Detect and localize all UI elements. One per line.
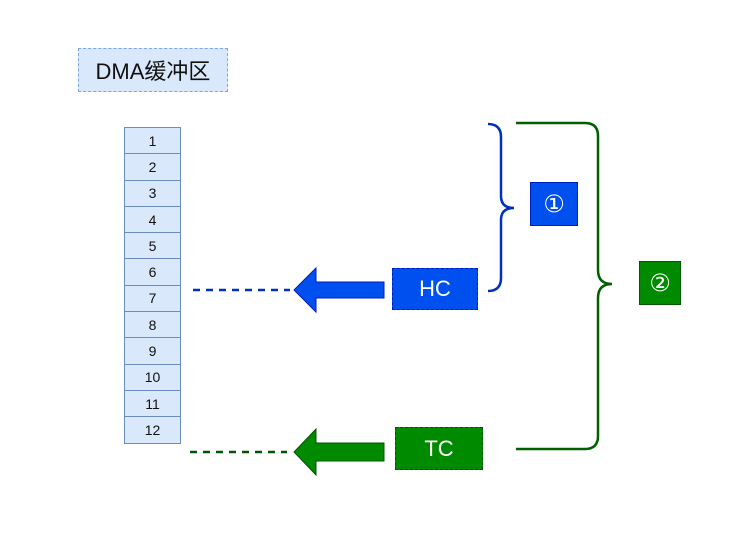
buffer-title: DMA缓冲区 [78, 48, 228, 92]
step1-brace [487, 122, 515, 293]
buffer-cell: 5 [124, 232, 181, 260]
buffer-cell: 8 [124, 311, 181, 339]
tc-box: TC [395, 427, 483, 470]
dma-buffer: 1 2 3 4 5 6 7 8 9 10 11 12 [124, 127, 181, 444]
step2-badge: ② [639, 261, 681, 305]
hc-arrow-icon [293, 266, 385, 314]
step2-brace [516, 121, 613, 451]
buffer-cell: 6 [124, 258, 181, 286]
hc-box: HC [392, 268, 478, 310]
buffer-cell: 2 [124, 153, 181, 181]
buffer-cell: 10 [124, 363, 181, 391]
buffer-cell: 11 [124, 389, 181, 418]
tc-arrow-icon [293, 427, 385, 477]
step1-badge: ① [530, 182, 578, 226]
buffer-cell: 12 [124, 416, 181, 444]
buffer-cell: 9 [124, 337, 181, 365]
buffer-cell: 4 [124, 205, 181, 234]
